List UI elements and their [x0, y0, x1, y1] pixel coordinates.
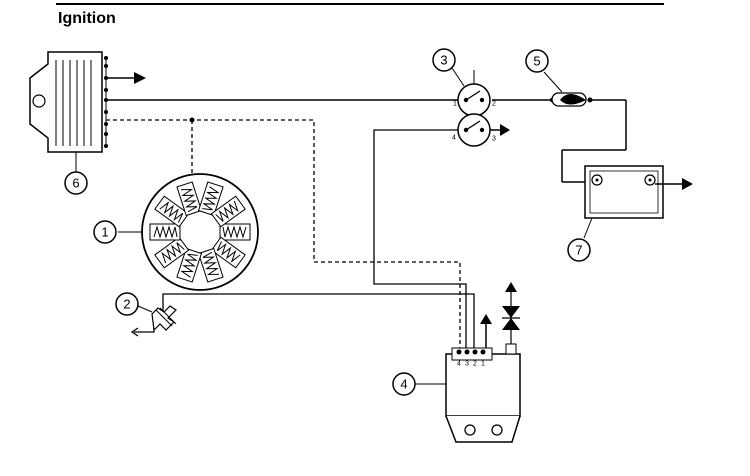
- stator-coil: [219, 223, 251, 241]
- ignition-switch: 1 2 4 3: [452, 70, 510, 147]
- stator-coil: [176, 181, 203, 217]
- junction-dot: [189, 117, 195, 123]
- stator-coil: [154, 195, 190, 228]
- stator-coil: [210, 195, 246, 228]
- spark-output: [502, 282, 520, 336]
- svg-text:3: 3: [440, 53, 447, 68]
- stator-coil: [154, 236, 190, 269]
- stator-coil: [197, 247, 224, 283]
- svg-text:2: 2: [123, 297, 130, 312]
- stator-coil: [210, 236, 246, 269]
- alternator-output-arrow: [106, 72, 146, 84]
- switch-pin-4: 4: [452, 135, 456, 142]
- svg-text:7: 7: [575, 243, 582, 258]
- stator: [141, 173, 259, 291]
- pickup-wire: [162, 293, 475, 350]
- page-title: Ignition: [58, 10, 116, 27]
- switch-pin-1: 1: [453, 101, 457, 108]
- svg-text:5: 5: [533, 54, 540, 69]
- header-rule: [56, 3, 664, 5]
- cdi-module: 4 3 2 1: [445, 336, 521, 443]
- svg-text:4: 4: [400, 377, 407, 392]
- callout-5: 5: [525, 49, 549, 73]
- module-pin-1: 1: [481, 361, 485, 368]
- supply-wire: [106, 99, 627, 183]
- battery: [583, 165, 693, 239]
- callout-7: 7: [567, 238, 591, 262]
- callout-3: 3: [432, 48, 465, 87]
- switch-pin-3: 3: [492, 136, 496, 143]
- stator-coil: [197, 181, 224, 217]
- callout-4: 4: [392, 372, 446, 396]
- module-pin-3: 3: [465, 361, 469, 368]
- callout-2: 2: [115, 292, 153, 316]
- svg-text:6: 6: [72, 176, 79, 191]
- stator-coil: [149, 223, 181, 241]
- module-ground-arrow: [480, 314, 492, 348]
- switch-to-module-wire: [373, 129, 467, 350]
- alternator: [29, 51, 108, 172]
- fuse: [543, 71, 593, 107]
- module-pin-4: 4: [457, 361, 461, 368]
- callout-6: 6: [64, 171, 88, 195]
- stator-coil: [176, 247, 203, 283]
- callout-1: 1: [93, 220, 142, 244]
- pickup-coil: [130, 305, 177, 337]
- switch-pin-2: 2: [492, 101, 496, 108]
- svg-text:1: 1: [101, 225, 108, 240]
- module-pin-2: 2: [473, 361, 477, 368]
